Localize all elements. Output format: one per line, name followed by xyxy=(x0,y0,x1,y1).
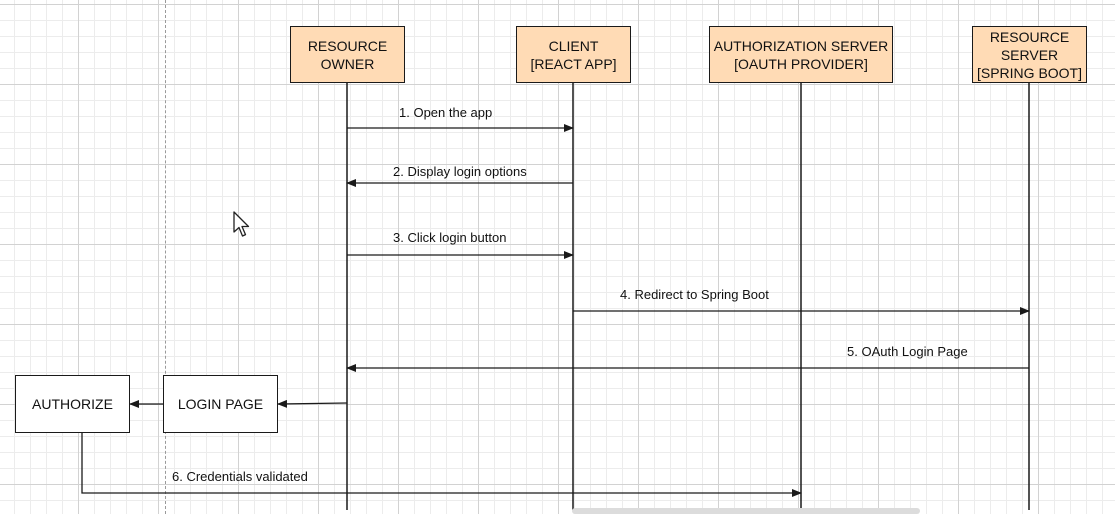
message-label-2: 2. Display login options xyxy=(393,164,527,179)
participant-label-line: RESOURCE xyxy=(989,28,1070,45)
participant-authorization-server[interactable]: AUTHORIZATION SERVER [OAUTH PROVIDER] xyxy=(709,26,893,83)
authorize-box[interactable]: AUTHORIZE xyxy=(15,375,130,433)
message-label-6: 6. Credentials validated xyxy=(172,469,308,484)
participant-label-line: [OAUTH PROVIDER] xyxy=(734,55,868,72)
box-label: LOGIN PAGE xyxy=(177,396,264,412)
message-label-1: 1. Open the app xyxy=(399,105,493,120)
participant-label-line: CLIENT xyxy=(548,37,599,54)
horizontal-scrollbar[interactable] xyxy=(572,508,920,514)
participant-client[interactable]: CLIENT [REACT APP] xyxy=(516,26,631,83)
participant-label-line: RESOURCE xyxy=(307,37,388,54)
participant-resource-server[interactable]: RESOURCE SERVER [SPRING BOOT] xyxy=(972,26,1087,83)
participant-label-line: OWNER xyxy=(320,55,375,72)
message-label-5: 5. OAuth Login Page xyxy=(847,344,968,359)
participant-label-line: AUTHORIZATION SERVER xyxy=(713,37,889,54)
message-arrow-6[interactable] xyxy=(277,399,348,408)
participant-label-line: SERVER xyxy=(1000,46,1059,63)
mouse-cursor-icon xyxy=(233,211,250,237)
participant-resource-owner[interactable]: RESOURCE OWNER xyxy=(290,26,405,83)
dashed-guide-line xyxy=(165,0,166,514)
box-label: AUTHORIZE xyxy=(32,396,113,412)
message-label-4: 4. Redirect to Spring Boot xyxy=(620,287,769,302)
message-arrow-8[interactable] xyxy=(81,433,802,497)
message-label-3: 3. Click login button xyxy=(393,230,507,245)
participant-label-line: [REACT APP] xyxy=(530,55,617,72)
participant-label-line: [SPRING BOOT] xyxy=(976,64,1082,81)
login-page-box[interactable]: LOGIN PAGE xyxy=(163,375,278,433)
